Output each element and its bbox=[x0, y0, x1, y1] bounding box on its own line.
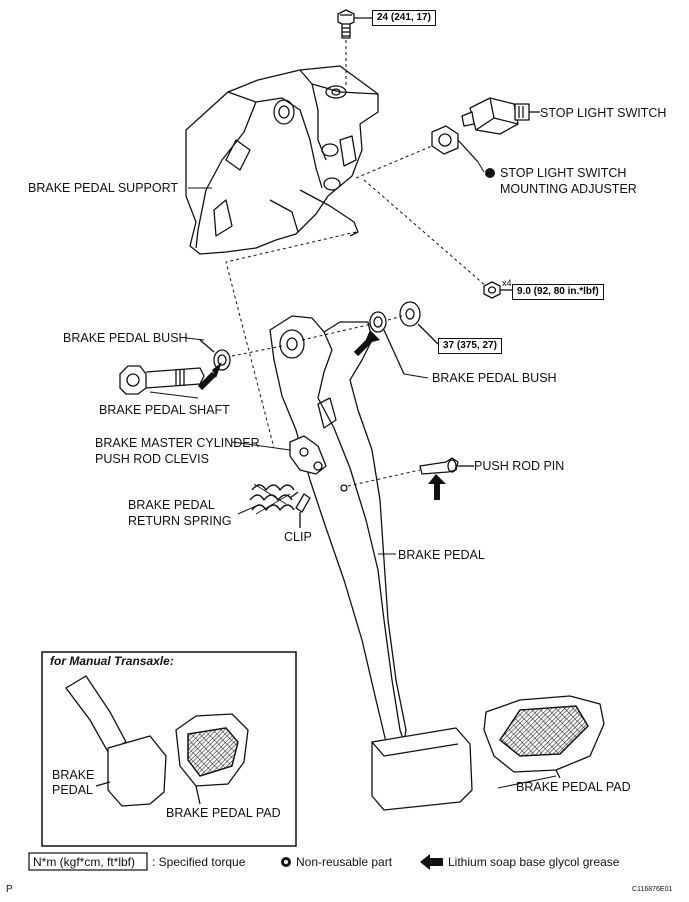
brake-pedal-support bbox=[185, 65, 379, 255]
label-master-cylinder-line2: PUSH ROD CLEVIS bbox=[95, 452, 209, 466]
legend-torque-unit: N*m (kgf*cm, ft*lbf) bbox=[33, 855, 136, 869]
label-stop-light-switch-adjuster-line2: MOUNTING ADJUSTER bbox=[500, 182, 637, 196]
inset-label-pedal-line1: BRAKE bbox=[52, 768, 95, 782]
grease-arrow-2 bbox=[353, 330, 380, 357]
label-return-spring-line1: BRAKE PEDAL bbox=[128, 498, 215, 512]
inset-frame bbox=[41, 651, 297, 847]
brake-pedal-body bbox=[269, 315, 473, 811]
stop-light-switch-adjuster bbox=[431, 125, 479, 163]
label-master-cylinder-line1: BRAKE MASTER CYLINDER bbox=[95, 436, 260, 450]
label-push-rod-pin: PUSH ROD PIN bbox=[474, 459, 565, 473]
inset-label-pad: BRAKE PEDAL PAD bbox=[166, 806, 281, 820]
leader-lines bbox=[149, 161, 557, 789]
brake-pedal-bush-left-part bbox=[199, 339, 231, 371]
guide-lines bbox=[225, 40, 487, 487]
grease-arrow-3 bbox=[428, 474, 446, 500]
torque-nut-x4: 9.0 (92, 80 in.*lbf) bbox=[512, 284, 604, 300]
label-brake-pedal-bush-left: BRAKE PEDAL BUSH bbox=[63, 331, 188, 345]
label-brake-pedal-pad: BRAKE PEDAL PAD bbox=[516, 780, 631, 794]
pivot-nut bbox=[399, 301, 439, 345]
label-brake-pedal-bush-right: BRAKE PEDAL BUSH bbox=[432, 371, 557, 385]
stop-light-switch bbox=[461, 97, 540, 135]
label-brake-pedal-support: BRAKE PEDAL SUPPORT bbox=[28, 181, 179, 195]
return-spring bbox=[249, 483, 299, 515]
legend-torque-box bbox=[28, 852, 148, 871]
inset-artwork bbox=[65, 675, 249, 807]
push-rod-pin-part bbox=[419, 457, 474, 475]
torque-pivot-nut: 37 (375, 27) bbox=[438, 338, 502, 354]
brake-pedal-pad-right bbox=[483, 695, 605, 779]
label-brake-pedal: BRAKE PEDAL bbox=[398, 548, 485, 562]
brake-pedal-bush-right-part bbox=[369, 311, 405, 375]
legend-torque-desc: : Specified torque bbox=[152, 855, 246, 869]
inset-label-pedal-line2: PEDAL bbox=[52, 783, 93, 797]
label-clip: CLIP bbox=[284, 530, 312, 544]
footer-page-letter: P bbox=[6, 884, 13, 895]
legend-non-reusable: Non-reusable part bbox=[296, 855, 393, 869]
inset-title: for Manual Transaxle: bbox=[50, 654, 174, 668]
legend-arrow-icon bbox=[420, 854, 443, 870]
non-reusable-dot bbox=[485, 168, 495, 178]
torque-top-bolt: 24 (241, 17) bbox=[372, 10, 436, 26]
label-stop-light-switch: STOP LIGHT SWITCH bbox=[540, 106, 667, 120]
label-brake-pedal-shaft: BRAKE PEDAL SHAFT bbox=[99, 403, 230, 417]
mounting-nut bbox=[483, 281, 512, 299]
grease-arrow-1 bbox=[197, 362, 222, 391]
footer-figure-code: C116876E01 bbox=[632, 886, 673, 893]
legend-grease: Lithium soap base glycol grease bbox=[448, 855, 620, 869]
master-cylinder-clevis bbox=[289, 435, 327, 475]
label-return-spring-line2: RETURN SPRING bbox=[128, 514, 232, 528]
label-stop-light-switch-adjuster-line1: STOP LIGHT SWITCH bbox=[500, 166, 627, 180]
top-bolt bbox=[337, 9, 372, 39]
clip bbox=[295, 493, 311, 528]
torque-nut-qty: x4 bbox=[502, 278, 512, 288]
brake-pedal-shaft bbox=[119, 365, 205, 395]
